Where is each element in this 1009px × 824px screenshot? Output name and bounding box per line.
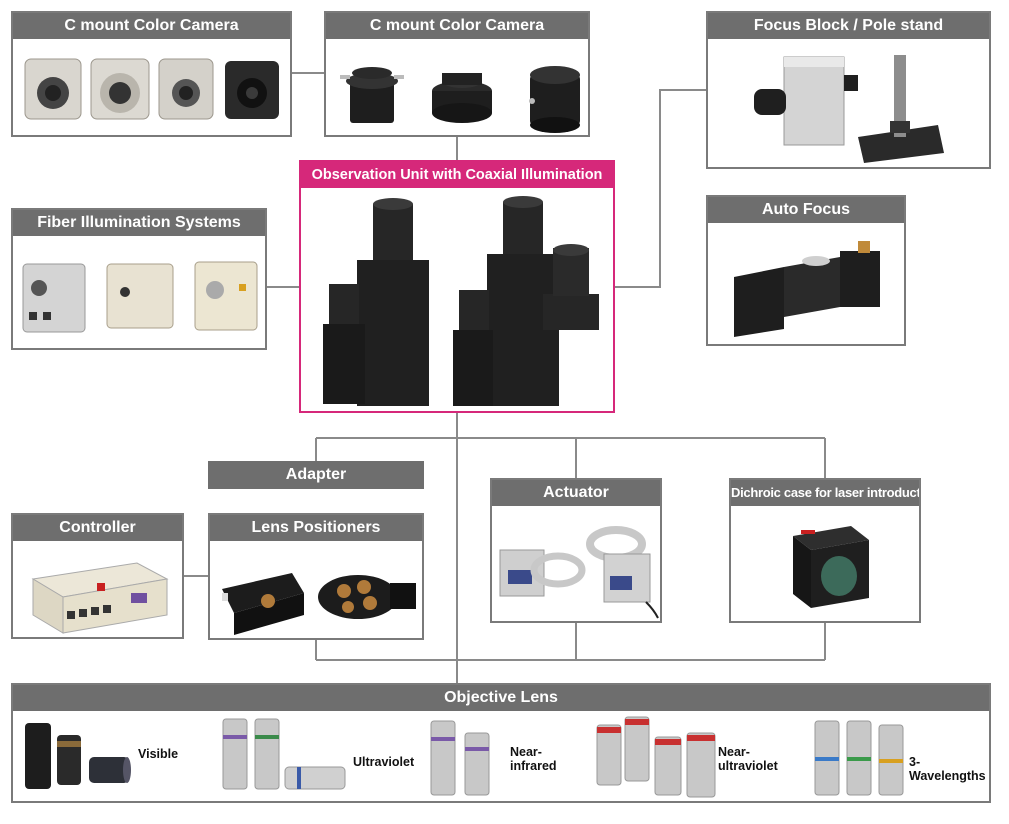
fiber-box: Fiber Illumination Systems <box>11 208 267 350</box>
c-mount-adapters-image <box>340 66 580 133</box>
lens-positioners-box: Lens Positioners <box>208 513 424 640</box>
camera-right-box: C mount Color Camera <box>324 11 590 137</box>
dichroic-box: Dichroic case for laser introduction <box>729 478 921 623</box>
auto-focus-image <box>734 241 880 337</box>
lens-type-ultraviolet: Ultraviolet <box>353 755 415 769</box>
dichroic-title: Dichroic case for laser introduction <box>731 480 919 506</box>
near-infrared-lenses-image <box>430 720 490 796</box>
focus-block-title: Focus Block / Pole stand <box>708 13 989 39</box>
actuator-image <box>499 526 659 619</box>
auto-focus-box: Auto Focus <box>706 195 906 346</box>
ultraviolet-lenses-image <box>222 718 346 790</box>
controller-title: Controller <box>13 515 182 541</box>
objective-lens-title: Objective Lens <box>13 685 989 711</box>
lens-type-visible: Visible <box>138 747 179 761</box>
visible-lenses-image <box>25 723 131 789</box>
lens-type-near-ultraviolet: Near- ultraviolet <box>718 745 778 773</box>
lens-positioners-title: Lens Positioners <box>210 515 422 541</box>
dichroic-case-image <box>793 526 869 608</box>
observation-unit-box: Observation Unit with Coaxial Illuminati… <box>299 160 615 413</box>
near-ultraviolet-lenses-image <box>596 716 716 798</box>
camera-products-image <box>24 58 279 120</box>
objective-lens-box: Objective Lens Visible Ultraviolet Nea <box>11 683 991 803</box>
actuator-box: Actuator <box>490 478 662 623</box>
auto-focus-title: Auto Focus <box>708 197 904 223</box>
observation-unit-image <box>323 196 599 406</box>
controller-box: Controller <box>11 513 184 639</box>
actuator-title: Actuator <box>492 480 660 506</box>
lens-type-three-wavelengths: 3-Wavelengths <box>909 755 986 783</box>
observation-unit-title: Observation Unit with Coaxial Illuminati… <box>301 162 613 188</box>
lens-positioners-image <box>222 573 416 635</box>
fiber-title: Fiber Illumination Systems <box>13 210 265 236</box>
focus-block-image <box>754 55 944 163</box>
camera-left-box: C mount Color Camera <box>11 11 292 137</box>
lens-type-near-infrared: Near- infrared <box>510 745 557 773</box>
camera-left-title: C mount Color Camera <box>13 13 290 39</box>
focus-block-box: Focus Block / Pole stand <box>706 11 991 169</box>
adapter-tab: Adapter <box>208 461 424 489</box>
fiber-illumination-image <box>22 261 258 333</box>
three-wavelength-lenses-image <box>814 720 904 796</box>
camera-right-title: C mount Color Camera <box>326 13 588 39</box>
controller-image <box>31 562 169 634</box>
